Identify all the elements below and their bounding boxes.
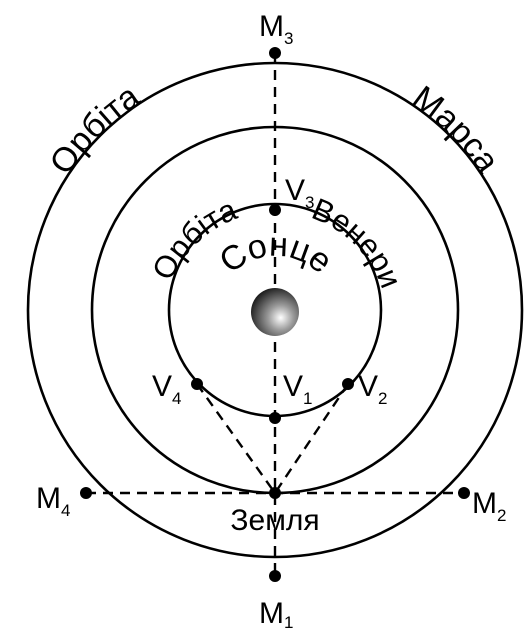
label-m2: M2 [472, 487, 506, 525]
sun-sphere [251, 288, 299, 336]
point-earth [269, 487, 281, 499]
label-m3: M3 [259, 10, 293, 48]
label-v1: V1 [283, 370, 312, 408]
point-v4 [191, 378, 203, 390]
venus-orbit-label-left: Орбіта [145, 191, 242, 285]
point-m2 [458, 487, 470, 499]
mars-orbit-label-left: Орбіта [42, 77, 146, 181]
label-v2: V2 [358, 370, 387, 408]
elongation-line-v4 [197, 384, 275, 493]
label-m1: M1 [259, 597, 293, 630]
mars-orbit-label-right: Марса [405, 79, 506, 180]
point-v3 [269, 204, 281, 216]
sun-label: Сонце [213, 226, 340, 281]
point-m4 [80, 487, 92, 499]
label-v4: V4 [152, 370, 181, 408]
earth-label: Земля [230, 504, 319, 537]
point-v2 [342, 378, 354, 390]
point-m3 [269, 47, 281, 59]
point-v1 [269, 412, 281, 424]
point-m1 [269, 570, 281, 582]
label-m4: M4 [36, 482, 70, 520]
label-v3: V3 [285, 174, 314, 212]
